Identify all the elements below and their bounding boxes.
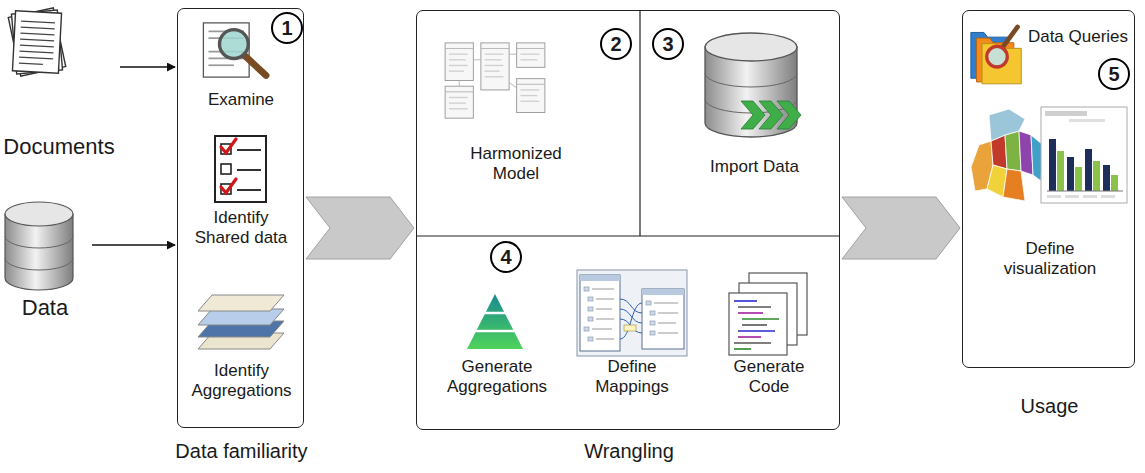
code-icon — [727, 271, 812, 359]
examine-picture — [203, 23, 266, 77]
import-picture — [705, 33, 801, 137]
flow-arrow — [92, 244, 175, 246]
node-label: Examine — [186, 90, 296, 110]
source-icon: Documents — [0, 0, 118, 170]
callout-number: 4 — [490, 241, 522, 273]
step-item: Generate Code — [709, 269, 829, 411]
step-item: Define Mappings — [567, 266, 697, 411]
node-label: Data — [0, 295, 90, 321]
mapping-icon — [576, 269, 688, 357]
callout-number: 3 — [652, 28, 684, 60]
db-picture — [5, 202, 73, 290]
step-item: Define visualization — [967, 101, 1133, 301]
docs-picture — [8, 8, 65, 76]
pyramid-icon — [466, 293, 524, 351]
code-picture — [729, 273, 807, 355]
mapping-picture — [577, 270, 687, 356]
panel-heading: Wrangling — [517, 439, 741, 463]
queries-picture — [971, 27, 1021, 84]
node-label: Define visualization — [985, 239, 1115, 280]
step-item: Generate Aggregations — [429, 281, 565, 411]
check-icon — [213, 134, 268, 204]
flow-chevron — [842, 197, 960, 259]
node-label: Data Queries — [1025, 27, 1131, 47]
step-item: Identify Shared data — [186, 134, 296, 259]
node-label: Identify Shared data — [191, 208, 291, 249]
pyramid-picture — [466, 294, 524, 349]
node-label: Generate Aggregations — [429, 357, 565, 398]
callout-number: 2 — [600, 28, 632, 60]
import-icon — [701, 31, 811, 141]
node-label: Define Mappings — [587, 357, 677, 398]
divider-line — [416, 235, 840, 236]
docs-icon — [0, 0, 75, 85]
flow-chevron — [306, 197, 414, 259]
step-item: Identify Aggregations — [181, 284, 302, 414]
callout-number: 5 — [1098, 58, 1130, 90]
node-label: Identify Aggregations — [181, 361, 302, 402]
vis-icon — [969, 105, 1129, 213]
flow-arrow — [120, 66, 175, 68]
stage-panel: WranglingHarmonized ModelImport DataGene… — [416, 10, 840, 430]
layers-picture — [198, 295, 284, 349]
panel-heading: Data familiarity — [158, 439, 325, 463]
step-item: Harmonized Model — [432, 33, 592, 198]
node-label: Import Data — [687, 157, 822, 177]
layers-icon — [196, 289, 286, 354]
stage-panel: Data familiarityExamineIdentify Shared d… — [177, 8, 304, 428]
db-icon — [3, 200, 75, 292]
vis-picture — [971, 107, 1127, 203]
check-picture — [215, 136, 266, 202]
model-picture — [445, 43, 545, 118]
step-item: Import Data — [687, 26, 822, 201]
source-icon: Data — [0, 195, 90, 330]
examine-icon — [200, 19, 272, 81]
callout-number: 1 — [271, 12, 303, 44]
queries-icon — [969, 19, 1025, 87]
node-label: Harmonized Model — [466, 144, 566, 185]
panel-heading: Usage — [963, 394, 1136, 418]
node-label: Generate Code — [724, 357, 814, 398]
model-icon — [440, 41, 550, 121]
divider-line — [639, 10, 640, 236]
node-label: Documents — [0, 134, 118, 160]
